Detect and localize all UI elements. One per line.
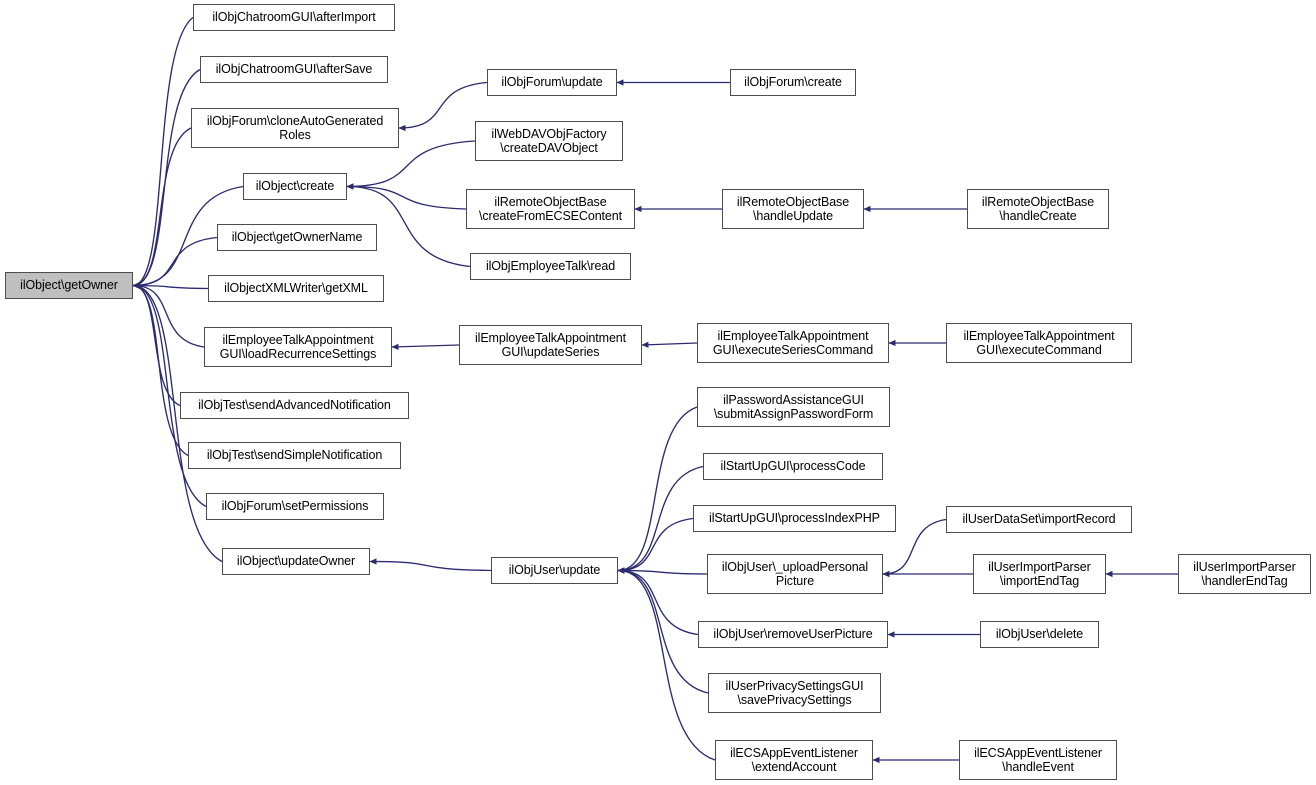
- graph-node-submitAssignPwd[interactable]: ilPasswordAssistanceGUI \submitAssignPas…: [697, 387, 890, 427]
- graph-node-sendAdvNotif[interactable]: ilObjTest\sendAdvancedNotification: [180, 392, 409, 419]
- graph-node-savePrivacy[interactable]: ilUserPrivacySettingsGUI \savePrivacySet…: [708, 673, 881, 713]
- graph-edge-afterImport-to-getOwner: [132, 16, 194, 289]
- graph-node-afterImport[interactable]: ilObjChatroomGUI\afterImport: [193, 4, 395, 31]
- graph-edge-removeUserPicture-to-objUserUpdate: [617, 567, 699, 636]
- graph-edge-processIndexPHP-to-objUserUpdate: [617, 517, 694, 574]
- graph-edge-extendAccount-to-objUserUpdate: [617, 567, 716, 761]
- graph-node-updateSeries[interactable]: ilEmployeeTalkAppointment GUI\updateSeri…: [459, 325, 642, 365]
- graph-edge-sendAdvNotif-to-getOwner: [132, 282, 181, 407]
- graph-edge-cloneAutoGenRoles-to-getOwner: [132, 127, 192, 289]
- graph-node-sendSimpleNotif[interactable]: ilObjTest\sendSimpleNotification: [188, 442, 401, 469]
- graph-node-setPermissions[interactable]: ilObjForum\setPermissions: [206, 493, 384, 520]
- graph-node-employeeTalkRead[interactable]: ilObjEmployeeTalk\read: [470, 253, 631, 280]
- graph-node-removeUserPicture[interactable]: ilObjUser\removeUserPicture: [698, 621, 888, 648]
- graph-node-executeSeriesCmd[interactable]: ilEmployeeTalkAppointment GUI\executeSer…: [697, 323, 889, 363]
- graph-edge-executeSeriesCmd-to-updateSeries: [641, 341, 698, 348]
- graph-edge-savePrivacy-to-objUserUpdate: [617, 567, 709, 694]
- graph-node-objUserDelete[interactable]: ilObjUser\delete: [980, 621, 1099, 648]
- graph-edge-loadRecurrence-to-getOwner: [132, 282, 205, 348]
- graph-edge-getXML-to-getOwner: [132, 282, 209, 290]
- graph-node-createFromECSE[interactable]: ilRemoteObjectBase \createFromECSEConten…: [466, 189, 635, 229]
- graph-edge-sendSimpleNotif-to-getOwner: [132, 282, 189, 457]
- graph-node-objectCreate[interactable]: ilObject\create: [243, 173, 347, 200]
- graph-node-handleUpdate[interactable]: ilRemoteObjectBase \handleUpdate: [722, 189, 864, 229]
- graph-node-forumUpdate[interactable]: ilObjForum\update: [487, 69, 617, 96]
- graph-node-cloneAutoGenRoles[interactable]: ilObjForum\cloneAutoGenerated Roles: [191, 108, 399, 148]
- graph-edge-submitAssignPwd-to-objUserUpdate: [617, 406, 698, 574]
- graph-edge-processCode-to-objUserUpdate: [617, 465, 704, 574]
- graph-node-createDAVObject[interactable]: ilWebDAVObjFactory \createDAVObject: [475, 121, 623, 161]
- graph-node-executeCommand[interactable]: ilEmployeeTalkAppointment GUI\executeCom…: [946, 323, 1132, 363]
- graph-node-objUserUpdate[interactable]: ilObjUser\update: [491, 557, 618, 584]
- graph-node-handlerEndTag[interactable]: ilUserImportParser \handlerEndTag: [1178, 554, 1311, 594]
- graph-node-processIndexPHP[interactable]: ilStartUpGUI\processIndexPHP: [693, 505, 896, 532]
- graph-edge-objUserUpdate-to-updateOwner: [369, 558, 492, 572]
- graph-node-uploadPersonalPic[interactable]: ilObjUser\_uploadPersonal Picture: [707, 554, 883, 594]
- graph-node-forumCreate[interactable]: ilObjForum\create: [730, 69, 856, 96]
- graph-node-getXML[interactable]: ilObjectXMLWriter\getXML: [208, 275, 384, 302]
- graph-node-getOwnerName[interactable]: ilObject\getOwnerName: [217, 224, 377, 251]
- graph-edge-forumUpdate-to-cloneAutoGenRoles: [398, 81, 488, 132]
- graph-edge-updateSeries-to-loadRecurrence: [391, 343, 460, 350]
- graph-node-extendAccount[interactable]: ilECSAppEventListener \extendAccount: [715, 740, 873, 780]
- graph-edge-getOwnerName-to-getOwner: [132, 236, 218, 289]
- graph-node-updateOwner[interactable]: ilObject\updateOwner: [222, 548, 370, 575]
- graph-node-afterSave[interactable]: ilObjChatroomGUI\afterSave: [200, 56, 388, 83]
- graph-node-processCode[interactable]: ilStartUpGUI\processCode: [703, 453, 883, 480]
- graph-node-handleCreate[interactable]: ilRemoteObjectBase \handleCreate: [967, 189, 1109, 229]
- graph-node-importRecord[interactable]: ilUserDataSet\importRecord: [946, 506, 1132, 533]
- graph-edge-uploadPersonalPic-to-objUserUpdate: [617, 567, 708, 575]
- graph-edge-afterSave-to-getOwner: [132, 68, 201, 289]
- graph-node-loadRecurrence[interactable]: ilEmployeeTalkAppointment GUI\loadRecurr…: [204, 327, 392, 367]
- graph-edge-createFromECSE-to-objectCreate: [346, 183, 467, 210]
- graph-node-handleEvent[interactable]: ilECSAppEventListener \handleEvent: [959, 740, 1117, 780]
- graph-node-importEndTag[interactable]: ilUserImportParser \importEndTag: [973, 554, 1106, 594]
- graph-node-getOwner[interactable]: ilObject\getOwner: [5, 272, 133, 299]
